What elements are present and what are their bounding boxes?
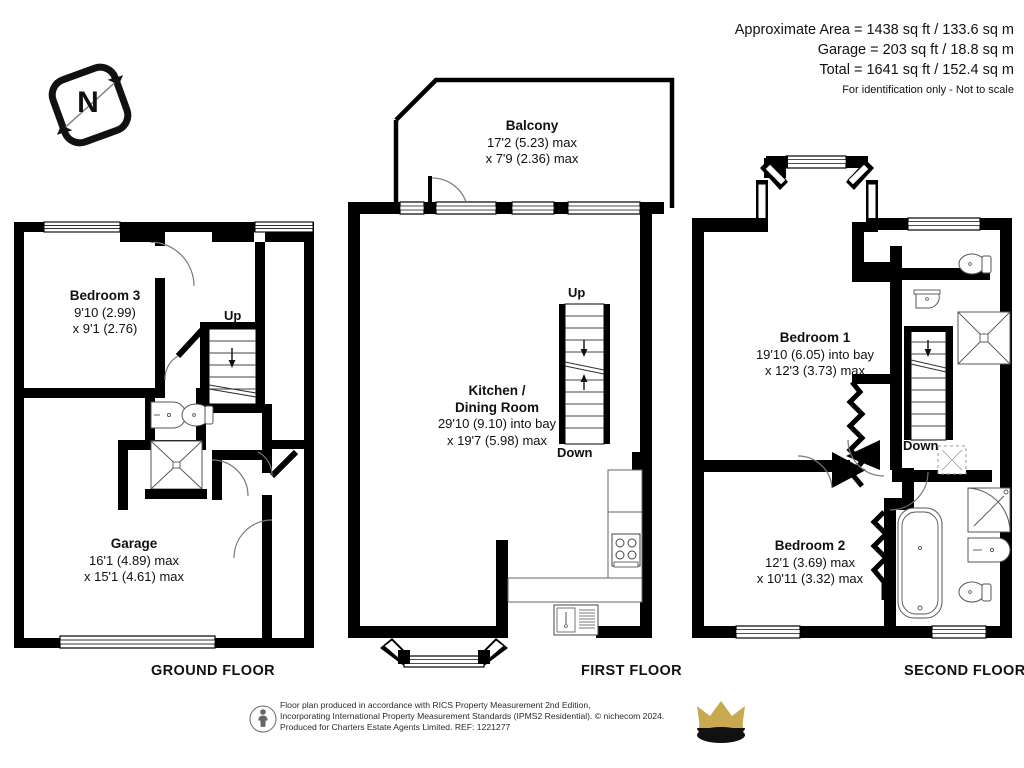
room-dim-1: 17'2 (5.23) max [487, 134, 577, 150]
wall-second-left [692, 218, 704, 638]
area-summary: Approximate Area = 1438 sq ft / 133.6 sq… [735, 20, 1014, 99]
wall-bedroom3-right [155, 278, 165, 388]
room-label-bedroom-1: Bedroom 1 19'10 (6.05) into bay x 12'3 (… [716, 330, 914, 380]
room-dim-1: 9'10 (2.99) [74, 304, 136, 320]
door-swing-garage-inner [211, 459, 249, 497]
room-label-bedroom-3: Bedroom 3 9'10 (2.99) x 9'1 (2.76) [30, 288, 180, 338]
compass-north-label: N [77, 86, 99, 119]
stairs-ground-up [208, 328, 257, 405]
room-dim-1: 29'10 (9.10) into bay [437, 416, 557, 431]
door-swing-bedroom3 [149, 241, 195, 287]
wall-stair-right-ground [256, 322, 265, 404]
floor-title-second: SECOND FLOOR [904, 663, 1024, 679]
compass-rose: N [48, 63, 132, 147]
stair-label-first-up: Up [568, 285, 586, 300]
stairs-first [559, 303, 610, 445]
footer-line-1: Floor plan produced in accordance with R… [280, 700, 591, 710]
stair-label-first-down: Down [557, 445, 593, 460]
toilet-second-bathroom [958, 581, 992, 603]
room-name: Bedroom 1 [779, 330, 851, 345]
door-swing-landing [847, 439, 885, 477]
wall-first-right-upper [640, 202, 652, 452]
wall-stair-left-ground [200, 322, 209, 404]
room-label-kitchen-dining: Kitchen / Dining Room 29'10 (9.10) into … [404, 383, 590, 449]
first-floor-plan [348, 77, 675, 668]
wall-second-bathroom-left [884, 498, 896, 626]
stair-label-second-down: Down [903, 438, 939, 453]
door-swing-balcony [429, 177, 467, 203]
door-swing-bedroom2 [797, 455, 833, 489]
approximate-area-text: Approximate Area = 1438 sq ft / 133.6 sq… [734, 22, 1014, 38]
door-swing-bathroom [889, 471, 929, 511]
ground-floor-plan [14, 221, 314, 649]
basin-second-bathroom [967, 537, 1011, 563]
room-dim-2: x 10'11 (3.32) max [756, 571, 864, 586]
room-dim-2: x 9'1 (2.76) [72, 321, 138, 336]
room-name-2: Dining Room [455, 399, 539, 415]
room-dim-2: x 7'9 (2.36) max [485, 151, 579, 166]
wall-between-bedrooms [692, 460, 850, 472]
room-label-bedroom-2: Bedroom 2 12'1 (3.69) max x 10'11 (3.32)… [722, 538, 898, 588]
room-dim-1: 19'10 (6.05) into bay [755, 346, 875, 362]
second-floor-plan [692, 155, 1012, 639]
wall-first-right-lower [640, 452, 652, 638]
wall-bedroom3-bottom-a [14, 388, 165, 398]
door-leaf-ground-entry [269, 449, 299, 479]
room-label-garage: Garage 16'1 (4.89) max x 15'1 (4.61) max [30, 536, 238, 586]
room-label-balcony: Balcony 17'2 (5.23) max x 7'9 (2.36) max [442, 118, 622, 168]
cupboard-second [937, 445, 967, 475]
floor-title-ground: GROUND FLOOR [151, 663, 276, 679]
opening-zigzag-bedroom2 [870, 510, 890, 600]
hob-icon [611, 533, 641, 568]
shower-second-bathroom [967, 487, 1011, 533]
room-dim-2: x 19'7 (5.98) max [446, 432, 548, 448]
bay-window-first [380, 638, 508, 668]
room-name: Bedroom 3 [69, 288, 141, 303]
room-name: Garage [110, 536, 158, 551]
bathtub-second [897, 507, 943, 619]
shower-second-ensuite [957, 311, 1011, 365]
garage-area-text: Garage = 203 sq ft / 18.8 sq m [817, 42, 1014, 58]
room-name: Balcony [505, 118, 559, 133]
room-dim-1: 16'1 (4.89) max [89, 552, 179, 568]
ipms-person-icon [249, 705, 277, 733]
door-leaf-stair-ground [175, 327, 205, 359]
shower-ground [150, 440, 203, 490]
basin-ground [150, 401, 187, 429]
room-dim-2: x 15'1 (4.61) max [83, 569, 185, 584]
sink-icon [553, 604, 599, 636]
crown-logo-icon [697, 701, 745, 743]
balcony-outline [394, 77, 675, 208]
door-swing-garage-side [233, 519, 273, 559]
toilet-ground [181, 403, 214, 427]
stairs-second [904, 329, 953, 441]
wall-ground-right [304, 232, 314, 648]
disclaimer-text: For identification only - Not to scale [842, 84, 1014, 96]
wall-first-inner [496, 540, 508, 638]
wall-ground-top [14, 222, 314, 232]
stair-label-ground-up: Up [224, 308, 242, 323]
wall-ground-left [14, 222, 24, 648]
room-name: Bedroom 2 [774, 538, 846, 553]
wall-second-ensuite-left-top [852, 222, 864, 270]
toilet-second-ensuite [958, 253, 992, 275]
wall-second-right [1000, 218, 1012, 638]
footer-line-3: Produced for Charters Estate Agents Limi… [280, 722, 511, 733]
room-dim-1: 12'1 (3.69) max [765, 554, 855, 570]
footer-line-2: Incorporating International Property Mea… [280, 711, 665, 722]
room-dim-2: x 12'3 (3.73) max [764, 363, 866, 378]
total-area-text: Total = 1641 sq ft / 152.4 sq m [819, 62, 1014, 78]
bay-window-second [756, 155, 878, 224]
footer-text: Floor plan produced in accordance with R… [280, 700, 664, 734]
floor-title-first: FIRST FLOOR [581, 663, 683, 679]
room-name: Kitchen / [468, 383, 526, 398]
basin-second-ensuite [913, 289, 941, 309]
wall-first-left [348, 202, 360, 638]
